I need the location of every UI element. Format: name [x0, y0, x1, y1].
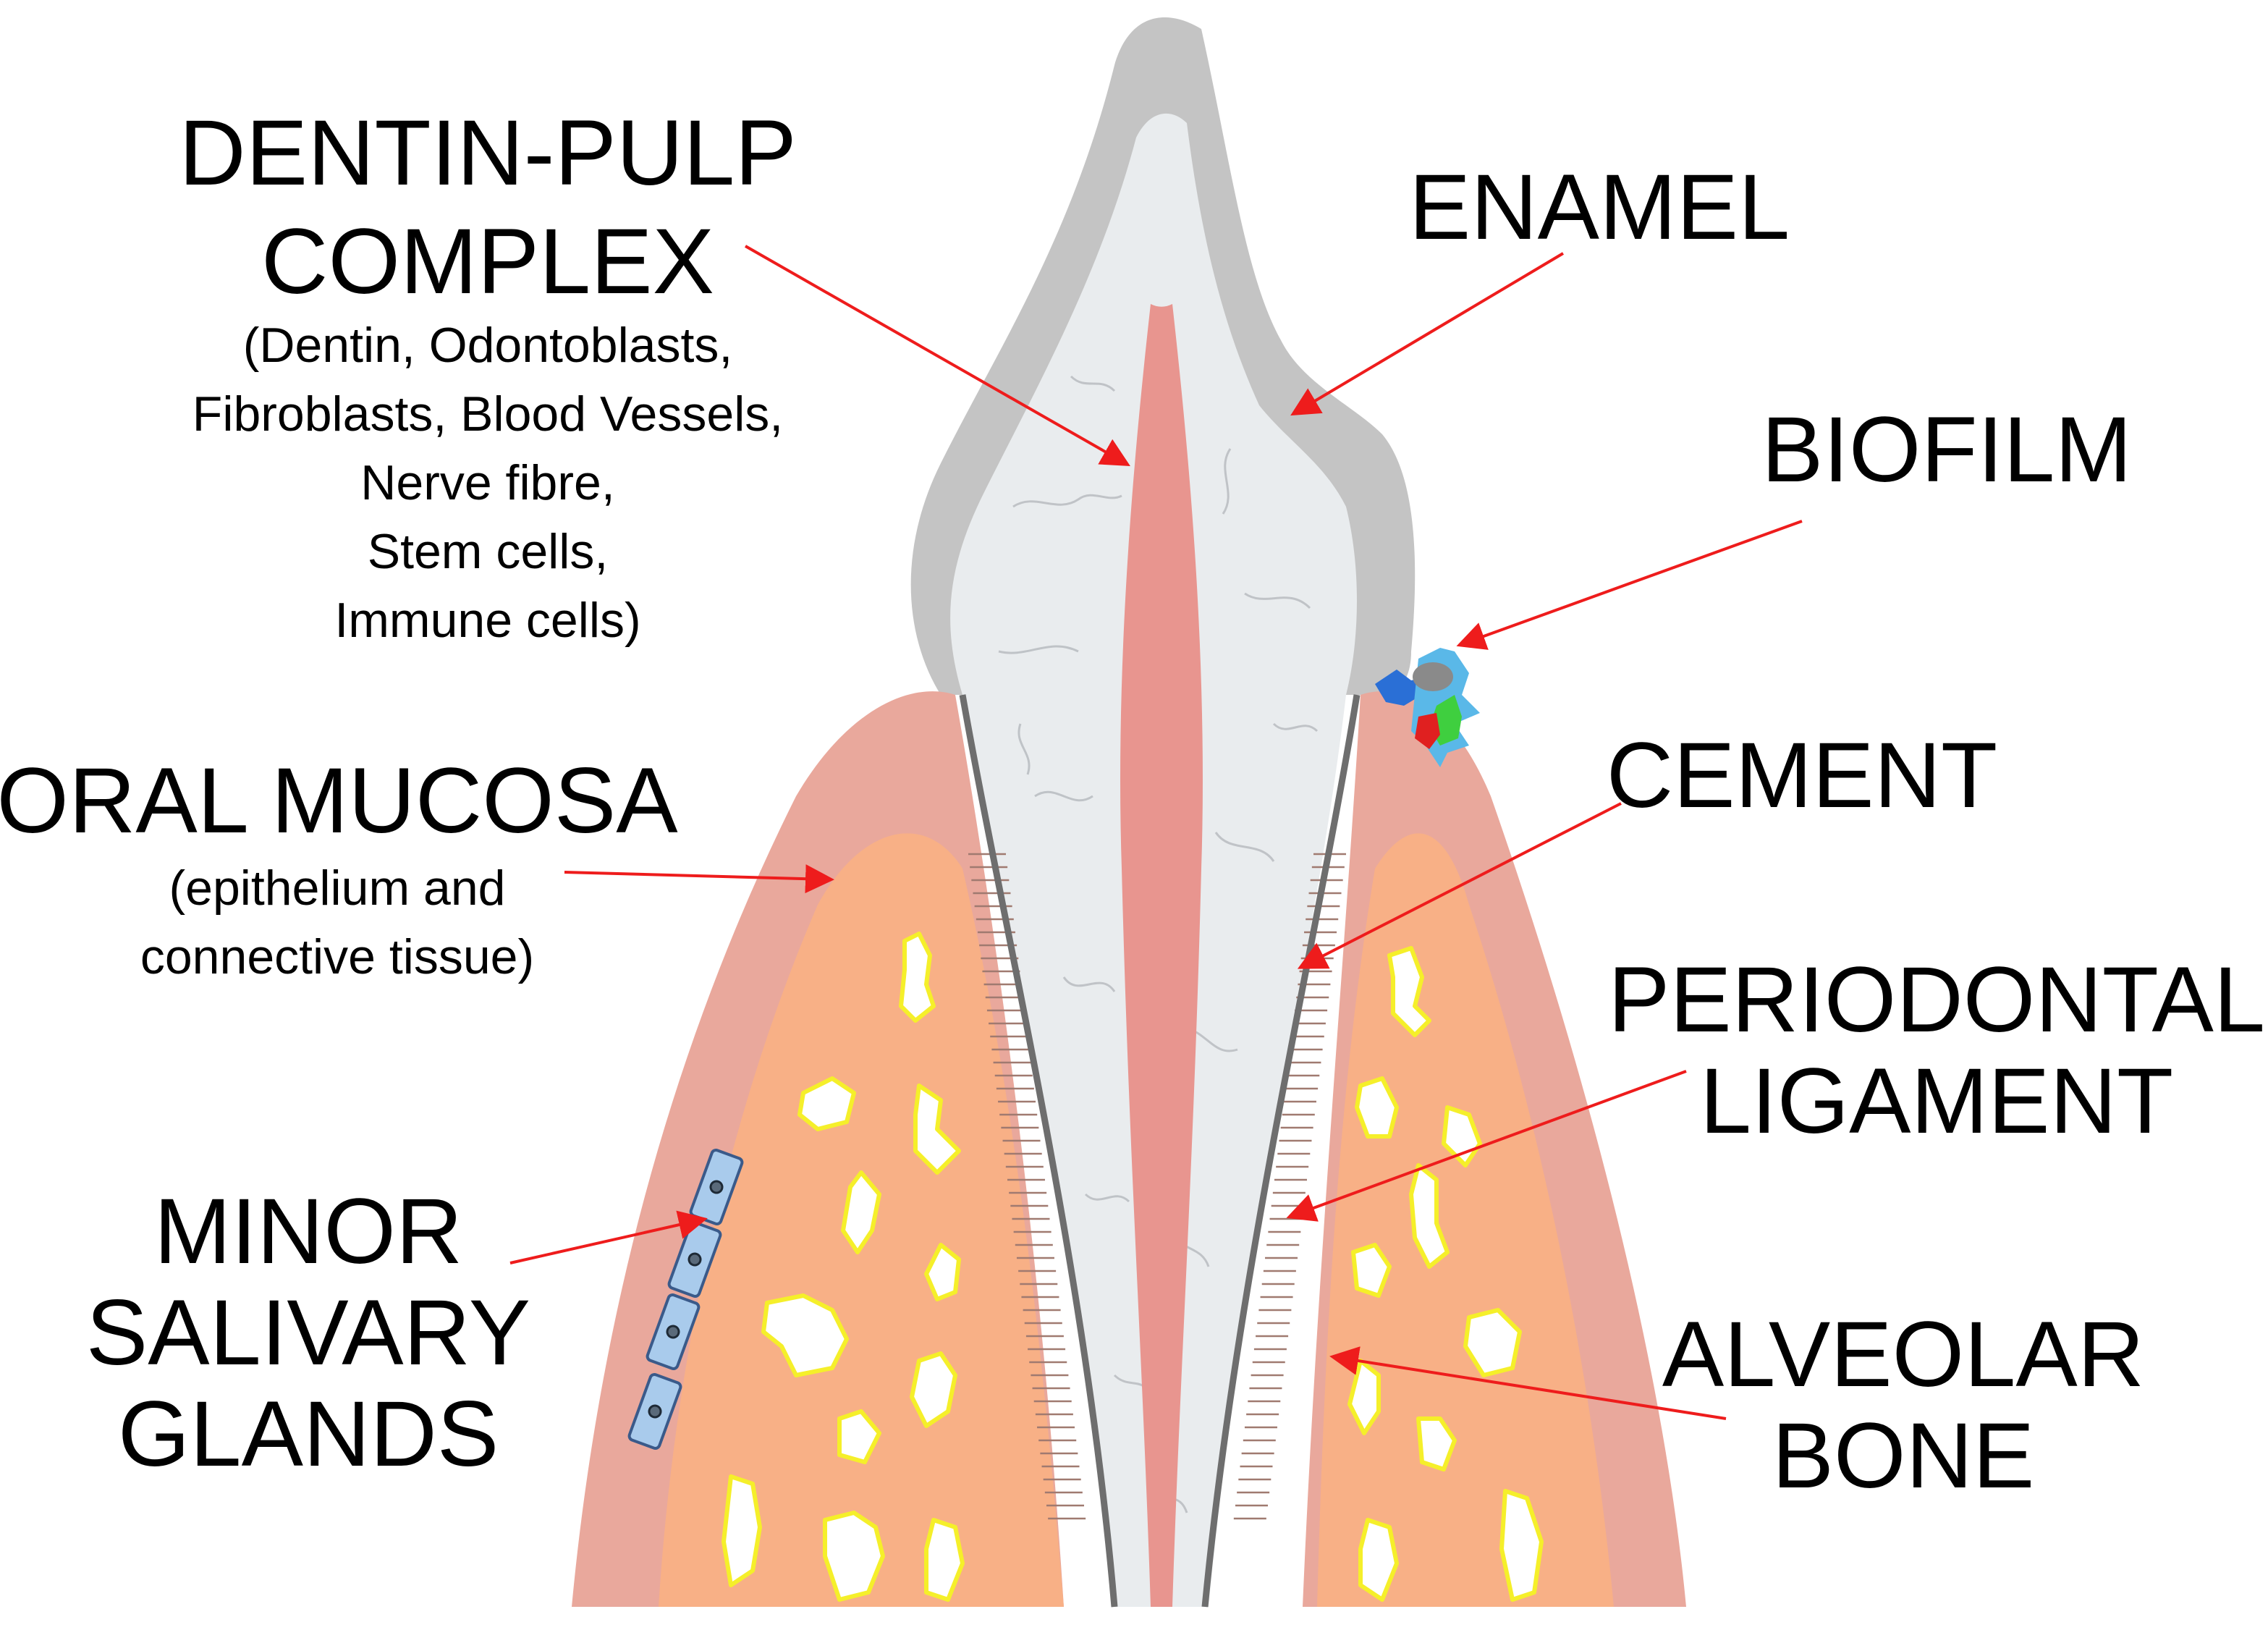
- enamel-title: ENAMEL: [1409, 156, 1790, 259]
- left-periodontal-ligament: [968, 853, 1086, 1520]
- arrow-minor-salivary-glands: [509, 1210, 708, 1264]
- pulp-shape: [1120, 304, 1203, 1607]
- marrow-space: [1351, 1243, 1392, 1298]
- periodontal-ligament-title-line-2: LIGAMENT: [1700, 1050, 2173, 1153]
- marrow-space: [1358, 1518, 1399, 1602]
- oral-mucosa-detail-line-1: (epithelium and: [169, 861, 506, 916]
- marrow-space: [924, 1518, 965, 1602]
- dentin-pulp-detail-line-5: Immune cells): [334, 593, 640, 648]
- label-oral-mucosa: ORAL MUCOSA (epithelium and connective t…: [0, 749, 678, 984]
- alveolar-bone-title-line-1: ALVEOLAR: [1662, 1303, 2144, 1406]
- biofilm-cluster: [1375, 648, 1480, 767]
- marrow-space: [841, 1170, 881, 1254]
- marrow-space: [1409, 1163, 1450, 1269]
- biofilm-gray-cell: [1413, 662, 1453, 691]
- label-periodontal-ligament: PERIODONTAL LIGAMENT: [1608, 948, 2265, 1153]
- minor-salivary-glands-title-line-2: SALIVARY: [86, 1281, 530, 1385]
- marrow-space: [722, 1474, 762, 1587]
- alveolar-bone-title-line-2: BONE: [1772, 1404, 2035, 1508]
- dentin-pulp-detail-line-4: Stem cells,: [368, 524, 609, 579]
- marrow-space: [910, 1351, 957, 1428]
- marrow-space: [1416, 1416, 1457, 1471]
- arrow-cement: [1297, 802, 1622, 969]
- pointer-arrows: [509, 245, 1803, 1420]
- marrow-space: [1355, 1076, 1399, 1139]
- arrow-oral-mucosa: [564, 864, 834, 894]
- biofilm-red-cell: [1415, 713, 1440, 749]
- dentin-pulp-detail-line-1: (Dentin, Odontoblasts,: [243, 318, 733, 373]
- biofilm-title: BIOFILM: [1761, 398, 2132, 502]
- marrow-space: [1463, 1308, 1522, 1377]
- arrow-enamel: [1290, 252, 1565, 416]
- dentin-pulp-detail-line-2: Fibroblasts, Blood Vessels,: [192, 387, 783, 442]
- left-cementum-line: [959, 694, 1118, 1608]
- label-biofilm: BIOFILM: [1761, 398, 2132, 502]
- arrow-periodontal-ligament: [1286, 1070, 1687, 1222]
- marrow-space: [837, 1409, 881, 1464]
- marrow-space: [899, 932, 936, 1023]
- salivary-gland-cell: [646, 1293, 701, 1370]
- cement-title: CEMENT: [1607, 724, 1997, 827]
- right-bone-shape: [1317, 833, 1614, 1607]
- periodontal-ligament-title-line-1: PERIODONTAL: [1608, 948, 2265, 1052]
- marrow-space: [797, 1076, 856, 1131]
- right-marrow-spaces: [1347, 946, 1544, 1602]
- label-alveolar-bone: ALVEOLAR BONE: [1662, 1303, 2144, 1508]
- marrow-space: [1499, 1489, 1544, 1602]
- marrow-space: [924, 1243, 961, 1301]
- marrow-space: [761, 1293, 849, 1377]
- minor-salivary-glands-title-line-3: GLANDS: [118, 1382, 499, 1486]
- marrow-space: [913, 1084, 961, 1175]
- label-cement: CEMENT: [1607, 724, 1997, 827]
- marrow-space: [1387, 946, 1431, 1037]
- label-dentin-pulp-complex: DENTIN-PULP COMPLEX (Dentin, Odontoblast…: [179, 101, 796, 648]
- arrow-biofilm: [1456, 520, 1803, 650]
- left-marrow-spaces: [722, 932, 965, 1602]
- arrow-dentin-pulp: [745, 245, 1130, 466]
- dentin-pulp-detail-line-3: Nerve fibre,: [360, 455, 614, 510]
- minor-salivary-glands-title-line-1: MINOR: [154, 1180, 463, 1283]
- right-cementum-line: [1201, 694, 1361, 1608]
- label-enamel: ENAMEL: [1409, 156, 1790, 259]
- marrow-space: [1347, 1359, 1381, 1435]
- oral-mucosa-title: ORAL MUCOSA: [0, 749, 678, 853]
- salivary-gland-cell: [627, 1373, 682, 1450]
- dentin-pulp-title-line-1: DENTIN-PULP: [179, 101, 796, 205]
- label-minor-salivary-glands: MINOR SALIVARY GLANDS: [86, 1180, 530, 1486]
- marrow-space: [823, 1511, 885, 1602]
- arrow-alveolar-bone: [1329, 1346, 1727, 1420]
- oral-mucosa-detail-line-2: connective tissue): [140, 929, 534, 984]
- dentin-pulp-title-line-2: COMPLEX: [261, 210, 714, 313]
